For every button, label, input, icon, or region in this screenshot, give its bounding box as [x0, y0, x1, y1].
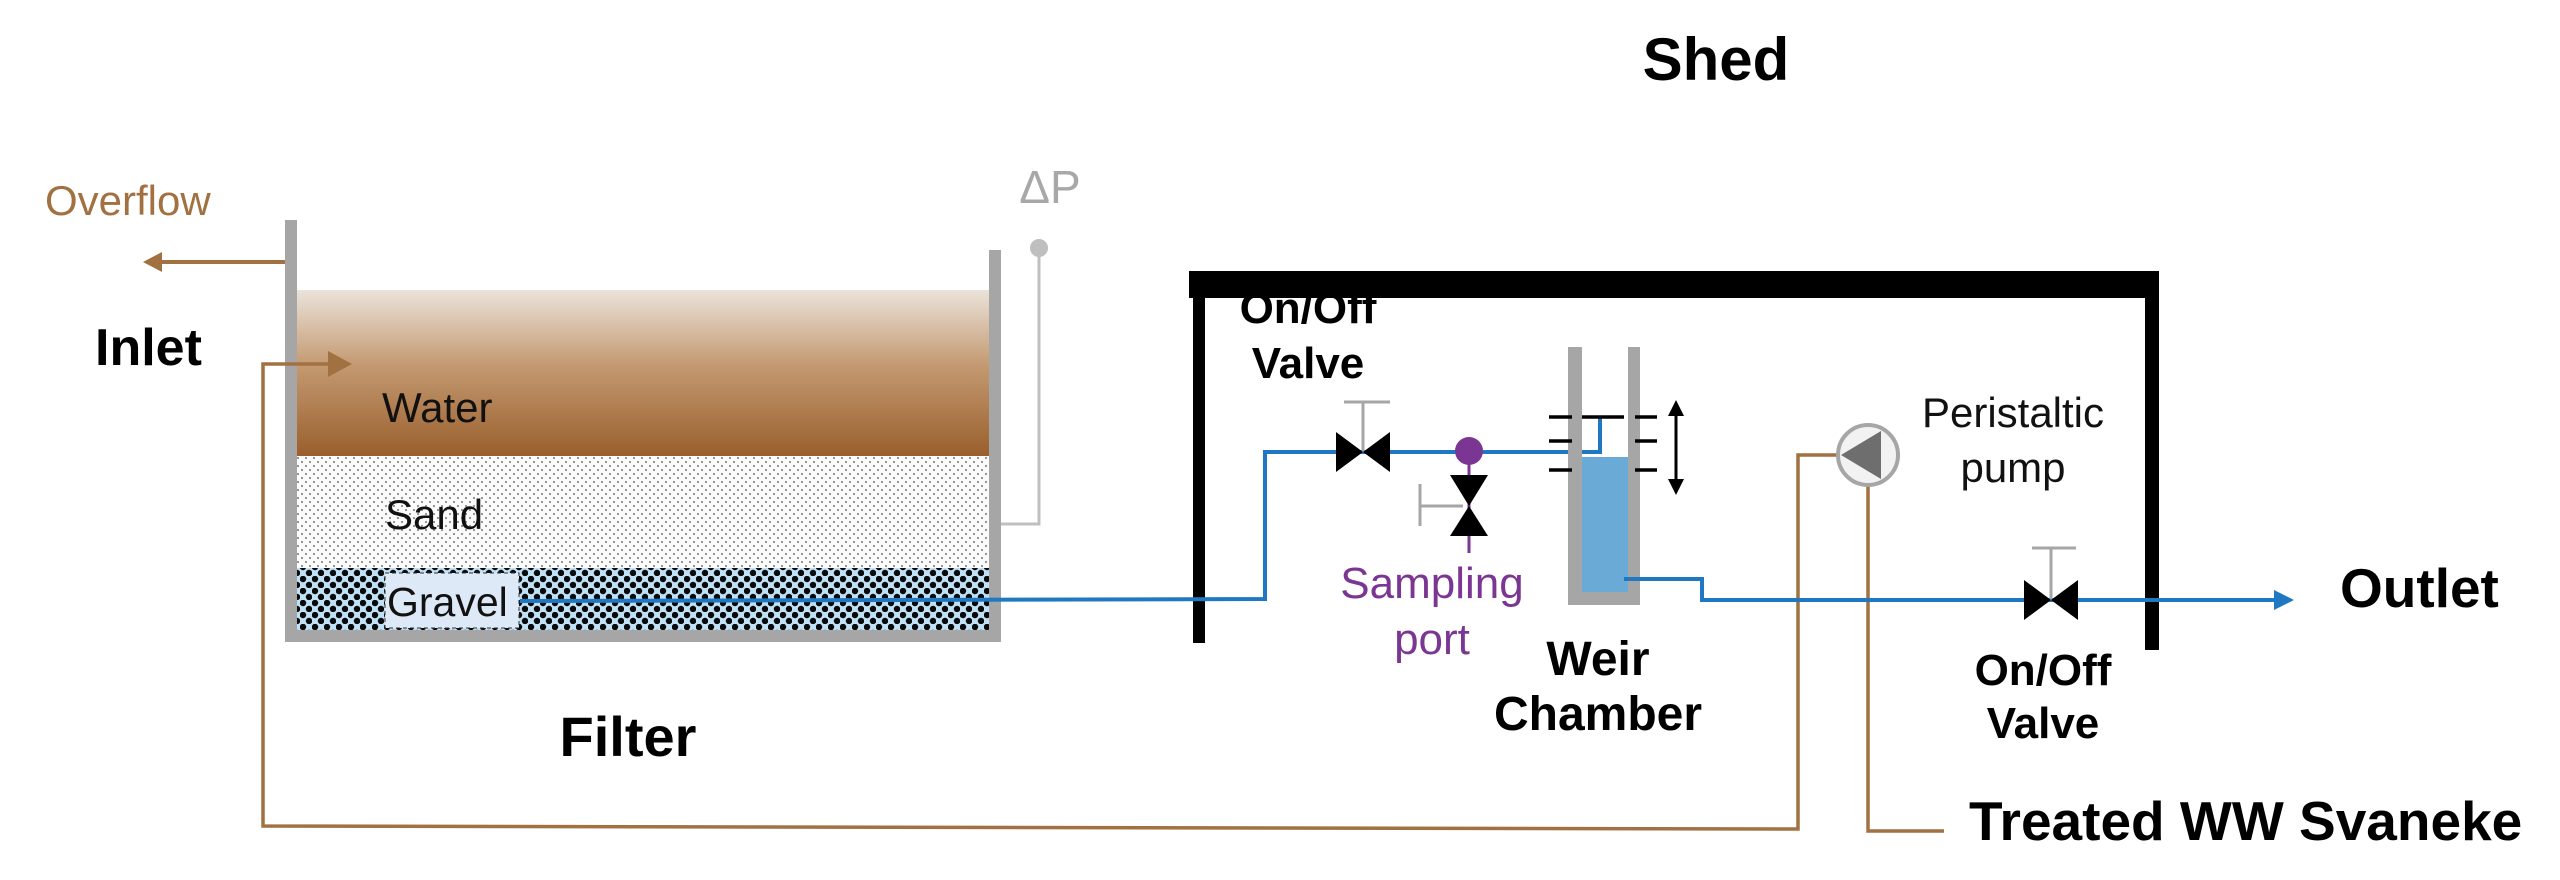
overflow-label: Overflow — [45, 177, 211, 224]
sampling-point-icon — [1455, 437, 1483, 465]
valve-1-label-line1: On/Off — [1240, 284, 1377, 333]
filter-floor — [285, 630, 1001, 642]
valve-1-label-line2: Valve — [1252, 339, 1365, 388]
filter-tank — [285, 220, 1001, 642]
double-arrow-icon[interactable] — [1668, 400, 1684, 495]
shed-title: Shed — [1643, 26, 1790, 93]
delta-p-label: ΔP — [1019, 161, 1080, 213]
outlet-pipe — [1624, 577, 2280, 602]
inlet-label: Inlet — [95, 319, 202, 377]
overflow-arrow — [143, 252, 285, 272]
valve-1[interactable] — [1336, 400, 1390, 472]
weir-level-ticks — [1549, 415, 1657, 472]
valve-2-label-line1: On/Off — [1975, 646, 2112, 695]
pressure-tap-icon — [1030, 239, 1048, 257]
sampling-label-line2: port — [1394, 615, 1470, 664]
sampling-label-line1: Sampling — [1340, 559, 1523, 608]
bowtie-valve-icon — [1336, 432, 1390, 472]
shed-outline — [1189, 271, 2159, 650]
gravel-label: Gravel — [387, 579, 508, 625]
valve-2-label-line2: Valve — [1987, 699, 2100, 748]
valve-2[interactable] — [2024, 546, 2078, 620]
pressure-gauge — [1001, 239, 1048, 526]
pressure-gauge-line — [1001, 248, 1041, 526]
sand-label: Sand — [385, 491, 483, 538]
weir-floor — [1568, 592, 1640, 605]
sand-layer — [297, 456, 989, 568]
arrow-right-icon — [328, 351, 352, 377]
weir-left-wall — [1568, 347, 1582, 605]
pump-label-line1: Peristaltic — [1922, 389, 2104, 436]
outlet-label: Outlet — [2340, 557, 2499, 619]
filter-outlet-pipe — [519, 417, 1602, 603]
weir-water — [1582, 457, 1628, 592]
weir-chamber — [1549, 347, 1684, 605]
bowtie-valve-icon — [2024, 580, 2078, 620]
gravel-label-box — [384, 572, 520, 629]
outlet-arrow-icon — [2274, 590, 2294, 610]
weir-right-wall — [1628, 347, 1640, 605]
treated-ww-label: Treated WW Svaneke — [1969, 790, 2522, 852]
weir-label-line1: Weir — [1546, 633, 1649, 686]
sampling-valve-icon — [1450, 475, 1488, 536]
water-layer — [297, 290, 989, 456]
arrow-left-icon — [143, 252, 162, 272]
sampling-port[interactable] — [1418, 437, 1488, 553]
filter-left-wall — [285, 220, 297, 642]
peristaltic-pump-icon — [1841, 431, 1881, 479]
weir-label-line2: Chamber — [1494, 688, 1702, 741]
filter-label: Filter — [560, 705, 697, 768]
pump-label-line2: pump — [1960, 444, 2065, 491]
water-label: Water — [382, 384, 492, 431]
filter-right-wall — [989, 250, 1001, 642]
peristaltic-pump[interactable] — [1836, 423, 1900, 487]
